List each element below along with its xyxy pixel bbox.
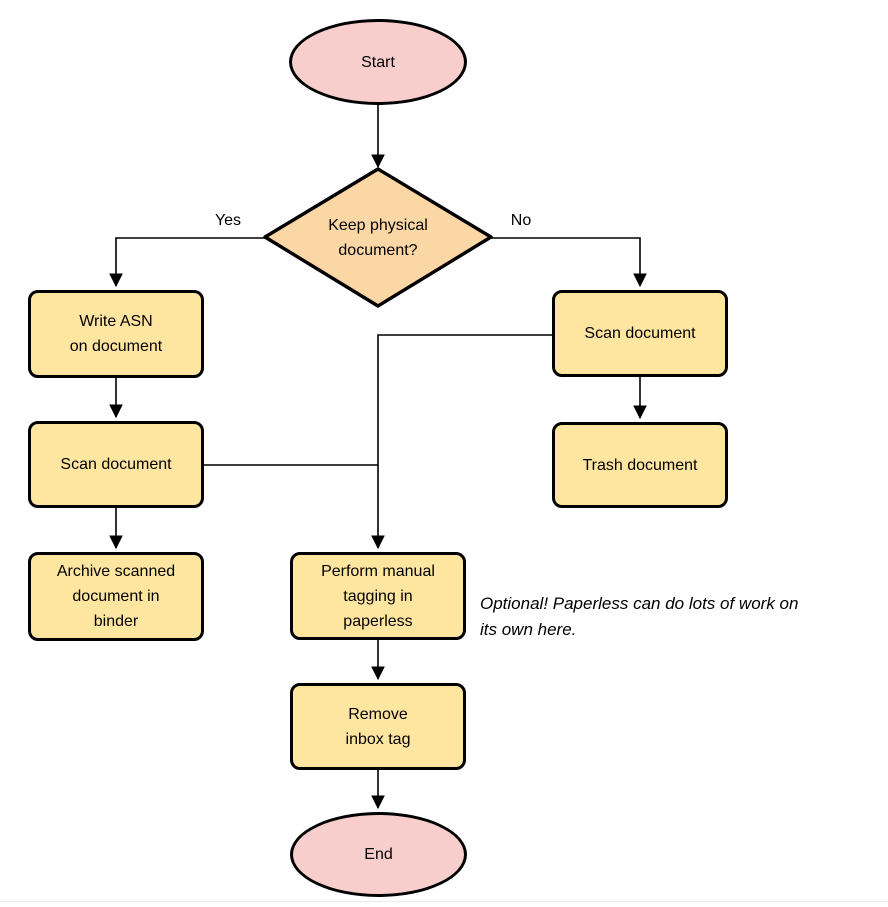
node-end-label: End xyxy=(364,846,393,863)
edge-decision-yes-to-write-asn xyxy=(116,237,265,286)
node-start: Start xyxy=(289,19,467,105)
node-remove-inbox-tag-label: Remove inbox tag xyxy=(345,705,411,748)
node-decision-label: Keep physical document? xyxy=(328,217,428,259)
page-bottom-divider xyxy=(0,901,888,902)
node-scan-document-left-label: Scan document xyxy=(60,456,172,473)
edge-scan-right-to-perform-tagging xyxy=(378,334,552,548)
node-write-asn-label: Write ASN on document xyxy=(69,313,163,355)
node-trash-document-label: Trash document xyxy=(582,456,698,474)
node-remove-inbox-tag: Remove inbox tag xyxy=(290,683,466,770)
node-scan-document-right: Scan document xyxy=(552,290,728,377)
node-trash-document: Trash document xyxy=(552,422,728,508)
edge-decision-no-to-scan-right xyxy=(491,237,640,286)
node-scan-document-left: Scan document xyxy=(28,421,204,508)
node-perform-manual-tagging: Perform manual tagging in paperless xyxy=(290,552,466,640)
edge-label-yes: Yes xyxy=(214,212,242,229)
node-scan-document-right-label: Scan document xyxy=(584,325,696,342)
node-start-label: Start xyxy=(361,53,395,71)
node-decision-shape xyxy=(263,167,493,308)
node-perform-manual-tagging-label: Perform manual tagging in paperless xyxy=(321,562,435,630)
annotation-optional-paperless: Optional! Paperless can do lots of work … xyxy=(480,594,799,639)
node-archive-scanned-document: Archive scanned document in binder xyxy=(28,552,204,641)
node-archive-scanned-document-label: Archive scanned document in binder xyxy=(56,563,176,630)
node-end: End xyxy=(290,812,467,897)
node-write-asn: Write ASN on document xyxy=(28,290,204,378)
edge-label-no: No xyxy=(510,212,532,229)
